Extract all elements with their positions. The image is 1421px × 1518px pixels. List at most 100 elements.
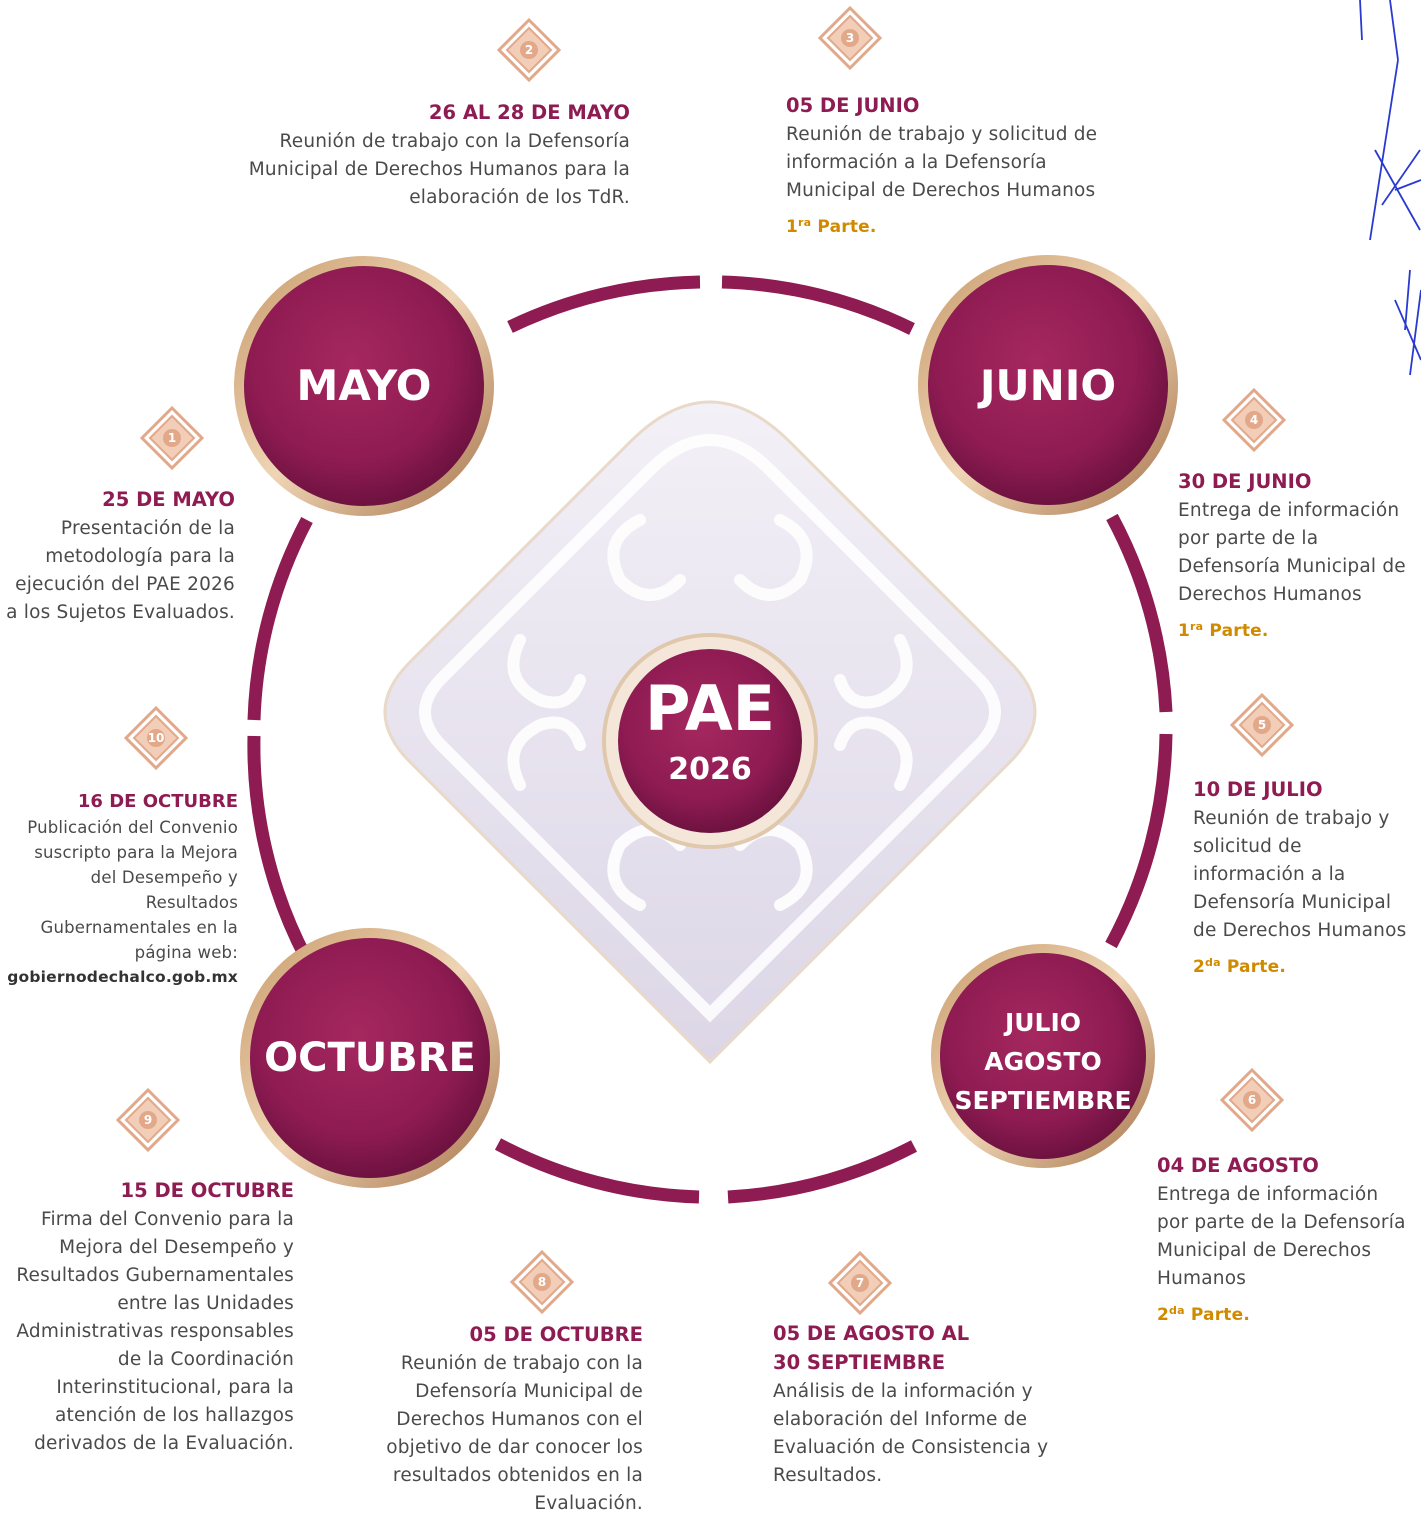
milestone-3-line: información a la Defensoría (786, 152, 1047, 173)
milestone-1-number: 1 (167, 431, 177, 445)
ring-arcs (247, 275, 1173, 1204)
month-label-septiembre: SEPTIEMBRE (954, 1086, 1132, 1115)
milestone-8-line: Evaluación. (534, 1493, 643, 1514)
milestone-2-badge-icon: 2 (497, 18, 561, 82)
milestone-6-line: Humanos (1157, 1268, 1247, 1289)
arc-junio-julio-top (1106, 513, 1173, 713)
month-label-octubre: OCTUBRE (264, 1035, 476, 1081)
pae-year: 2026 (668, 752, 752, 787)
milestone-6-part: 2da Parte. (1157, 1297, 1417, 1329)
arc-julio-octubre-left (494, 1138, 700, 1204)
milestone-5-badge-icon: 5 (1230, 693, 1294, 757)
milestone-10-line: suscripto para la Mejora (34, 843, 238, 862)
milestone-10-line: Publicación del Convenio (27, 818, 238, 837)
arc-octubre-mayo-top (247, 516, 313, 721)
month-label-mayo: MAYO (296, 361, 432, 410)
milestone-10-line: Resultados (145, 893, 238, 912)
milestone-9-date: 15 DE OCTUBRE (120, 1179, 294, 1202)
milestone-3-part-ordinal: 1 (786, 217, 799, 237)
milestone-6-line: Municipal de Derechos (1157, 1240, 1372, 1261)
milestone-8-date: 05 DE OCTUBRE (469, 1323, 643, 1346)
milestone-10-number: 10 (147, 731, 165, 745)
milestone-1-line: metodología para la (45, 546, 235, 567)
milestone-3-line: Municipal de Derechos Humanos (786, 180, 1096, 201)
milestone-10-badge-icon: 10 (124, 706, 188, 770)
milestone-5-date: 10 DE JULIO (1193, 778, 1323, 801)
milestone-10-website: gobiernodechalco.gob.mx (7, 968, 238, 986)
milestone-5-part-ordinal: 2 (1193, 957, 1206, 977)
milestone-3: 05 DE JUNIO Reunión de trabajo y solicit… (786, 92, 1146, 241)
milestone-9-line: Administrativas responsables (16, 1321, 294, 1342)
milestone-9-badge-icon: 9 (116, 1088, 180, 1152)
milestone-6-badge-icon: 6 (1220, 1068, 1284, 1132)
milestone-2-number: 2 (524, 43, 534, 57)
milestone-10-line: Gubernamentales en la (40, 918, 238, 937)
milestone-3-part-label: Parte. (811, 217, 877, 237)
month-label-agosto: AGOSTO (984, 1047, 1102, 1076)
signature-marks (1359, 0, 1421, 376)
milestone-2: 26 AL 28 DE MAYO Reunión de trabajo con … (210, 99, 630, 212)
milestone-6-part-label: Parte. (1184, 1305, 1251, 1325)
arc-junio-julio-bottom (1105, 733, 1173, 949)
milestone-1-date: 25 DE MAYO (102, 488, 235, 511)
milestone-4-part-suffix: ra (1190, 620, 1204, 633)
milestone-4-date: 30 DE JUNIO (1178, 470, 1312, 493)
milestone-4-line: por parte de la (1178, 528, 1319, 549)
milestone-3-part-suffix: ra (798, 216, 812, 229)
arc-mayo-junio (507, 275, 701, 333)
milestone-9-line: entre las Unidades (117, 1293, 294, 1314)
milestone-8-badge-icon: 8 (510, 1250, 574, 1314)
milestone-6: 04 DE AGOSTO Entrega de información por … (1157, 1152, 1417, 1329)
milestone-10-date: 16 DE OCTUBRE (77, 791, 238, 812)
milestone-1-line: Presentación de la (60, 518, 235, 539)
milestone-10-line: del Desempeño y (90, 868, 238, 887)
milestone-6-part-suffix: da (1169, 1304, 1185, 1317)
milestone-9-line: de la Coordinación (117, 1349, 294, 1370)
milestone-5: 10 DE JULIO Reunión de trabajo y solicit… (1193, 776, 1418, 981)
milestone-6-number: 6 (1247, 1093, 1257, 1107)
milestone-9-line: Interinstitucional, para la (56, 1377, 294, 1398)
milestone-2-date: 26 AL 28 DE MAYO (428, 101, 630, 124)
milestone-1-badge-icon: 1 (140, 406, 204, 470)
month-label-julio-sep: JULIO AGOSTO SEPTIEMBRE (933, 1003, 1153, 1120)
milestone-5-line: de Derechos Humanos (1193, 920, 1407, 941)
milestone-7: 05 DE AGOSTO AL 30 SEPTIEMBRE Análisis d… (773, 1320, 1103, 1490)
milestone-3-badge-icon: 3 (818, 6, 882, 70)
milestone-3-part: 1ra Parte. (786, 209, 1146, 241)
milestone-9-line: Resultados Gubernamentales (16, 1265, 294, 1286)
milestone-3-line: Reunión de trabajo y solicitud de (786, 124, 1098, 145)
milestone-1-line: ejecución del PAE 2026 (15, 574, 235, 595)
milestone-7-date-line-2: 30 SEPTIEMBRE (773, 1351, 946, 1374)
month-circles (234, 255, 1178, 1188)
milestone-7-line: Análisis de la información y (773, 1381, 1033, 1402)
milestone-7-line: elaboración del Informe de (773, 1409, 1028, 1430)
milestone-4-part-label: Parte. (1203, 621, 1269, 641)
milestone-4-line: Entrega de información (1178, 500, 1400, 521)
milestone-2-line: elaboración de los TdR. (409, 187, 630, 208)
milestone-8: 05 DE OCTUBRE Reunión de trabajo con la … (343, 1321, 643, 1518)
milestone-2-line: Reunión de trabajo con la Defensoría (279, 131, 630, 152)
milestone-6-date: 04 DE AGOSTO (1157, 1154, 1319, 1177)
milestone-5-number: 5 (1257, 718, 1267, 732)
milestone-5-part: 2da Parte. (1193, 949, 1418, 981)
milestone-5-part-label: Parte. (1220, 957, 1287, 977)
milestone-7-line: Evaluación de Consistencia y (773, 1437, 1049, 1458)
milestone-2-line: Municipal de Derechos Humanos para la (248, 159, 630, 180)
milestone-1-line: a los Sujetos Evaluados. (6, 602, 235, 623)
milestone-6-line: Entrega de información (1157, 1184, 1379, 1205)
milestone-4-number: 4 (1249, 413, 1259, 427)
milestone-10-line: página web: (134, 943, 238, 962)
milestone-6-line: por parte de la Defensoría (1157, 1212, 1406, 1233)
milestone-4-badge-icon: 4 (1222, 388, 1286, 452)
milestone-5-line: solicitud de (1193, 836, 1302, 857)
milestone-8-number: 8 (537, 1275, 547, 1289)
milestone-4: 30 DE JUNIO Entrega de información por p… (1178, 468, 1418, 645)
milestone-9-number: 9 (143, 1113, 153, 1127)
milestone-7-line: Resultados. (773, 1465, 883, 1486)
milestone-5-line: información a la (1193, 864, 1346, 885)
milestone-9-line: Firma del Convenio para la (40, 1209, 294, 1230)
milestone-8-line: resultados obtenidos en la (392, 1465, 643, 1486)
milestone-3-number: 3 (845, 31, 855, 45)
month-label-julio: JULIO (1004, 1008, 1082, 1037)
